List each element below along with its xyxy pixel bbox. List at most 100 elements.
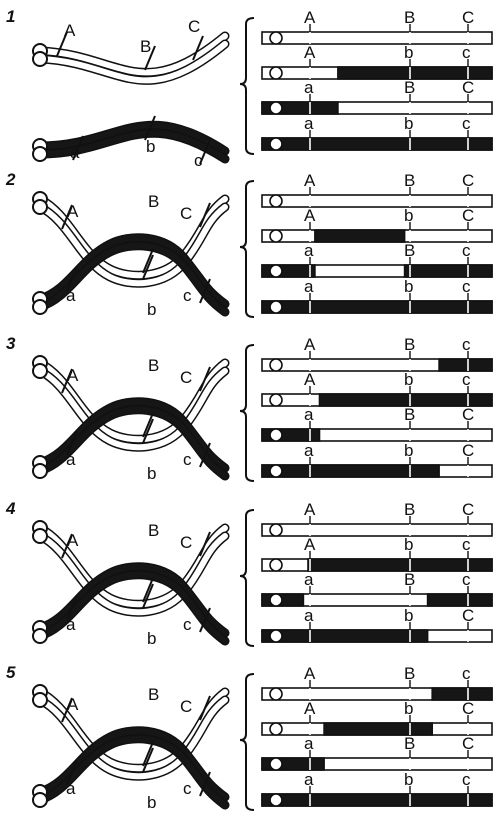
homologous-chromosomes	[32, 684, 230, 810]
bracket	[239, 344, 255, 482]
bracket	[239, 509, 255, 647]
chromatid-bar	[261, 586, 493, 607]
allele-label-top: A	[67, 531, 79, 550]
allele-label-bottom: b	[147, 464, 157, 483]
chromatid-allele-label: A	[304, 535, 316, 554]
allele-label-bottom: c	[183, 615, 192, 634]
panel-number: 4	[6, 499, 16, 518]
chromatid-allele-label: A	[304, 171, 316, 190]
chromatid-allele-label: c	[462, 277, 471, 296]
chromatid-bar	[261, 421, 493, 442]
chromatid-allele-label: b	[404, 206, 414, 225]
chromatid-allele-label: B	[404, 241, 416, 260]
allele-label-top: B	[140, 37, 152, 56]
panel-number: 3	[6, 334, 16, 353]
allele-label-bottom: b	[146, 137, 156, 156]
allele-label-bottom: b	[147, 629, 157, 648]
chromatid-bar	[261, 457, 493, 478]
chromatid-bar	[261, 750, 493, 771]
chromatid-allele-label: C	[462, 441, 475, 460]
chromatid-allele-label: b	[404, 606, 414, 625]
chromatid-allele-label: B	[404, 664, 416, 683]
allele-label-bottom: b	[147, 300, 157, 319]
allele-label-bottom: a	[70, 143, 80, 162]
allele-label-top: B	[148, 192, 160, 211]
chromosome-diagram	[32, 673, 493, 811]
chromatid-bar	[261, 130, 493, 151]
chromatid-bar	[261, 786, 493, 807]
chromatid-allele-label: B	[404, 8, 416, 27]
chromatid-allele-label: c	[462, 241, 471, 260]
chromatid-allele-label: B	[404, 734, 416, 753]
dark-segment	[261, 464, 440, 478]
homologous-chromosomes	[32, 355, 230, 481]
dark-segment	[318, 393, 493, 407]
allele-label-top: A	[64, 21, 76, 40]
chromatid-bar	[261, 59, 493, 80]
dark-segment	[261, 629, 429, 643]
allele-label-top: B	[148, 521, 160, 540]
chromatid-allele-label: B	[404, 500, 416, 519]
centromere-light	[32, 692, 48, 708]
panel-number: 1	[6, 7, 16, 26]
chromatid-allele-label: A	[304, 664, 316, 683]
chromatid-allele-label: B	[404, 335, 416, 354]
homologous-chromosomes	[32, 520, 230, 646]
chromatid-allele-label: b	[404, 770, 414, 789]
chromatid-allele-label: b	[404, 535, 414, 554]
chromatid-allele-label: b	[404, 370, 414, 389]
chromosome-diagram	[32, 344, 493, 482]
centromere-dark	[32, 628, 48, 644]
chromatid-bar	[261, 386, 493, 407]
allele-label-bottom: a	[66, 286, 76, 305]
chromatid-bar	[261, 680, 493, 701]
chromatid-allele-label: c	[462, 664, 471, 683]
chromosome-diagram	[32, 180, 493, 318]
dark-segment	[337, 66, 493, 80]
allele-label-bottom: c	[183, 450, 192, 469]
chromatid-allele-label: A	[304, 335, 316, 354]
allele-label-top: A	[67, 695, 79, 714]
dark-segment	[323, 722, 434, 736]
chromatid-allele-label: C	[462, 699, 475, 718]
chromatid-allele-label: C	[462, 734, 475, 753]
chromatid-allele-label: B	[404, 570, 416, 589]
chromatid-allele-label: c	[462, 43, 471, 62]
chromatid-allele-label: C	[462, 405, 475, 424]
chromatid-allele-label: b	[404, 277, 414, 296]
chromatid-allele-label: a	[304, 606, 314, 625]
dark-segment	[438, 358, 493, 372]
chromatid-allele-label: b	[404, 114, 414, 133]
chromatid-allele-label: C	[462, 171, 475, 190]
chromatid-allele-label: A	[304, 370, 316, 389]
chromatid-allele-label: A	[304, 8, 316, 27]
chromatid-allele-label: c	[462, 370, 471, 389]
allele-label-top: C	[180, 368, 193, 387]
chromatid-allele-label: A	[304, 43, 316, 62]
chromatid-bar	[261, 94, 493, 115]
bracket	[239, 17, 255, 155]
chromatid-allele-label: c	[462, 770, 471, 789]
chromatid-allele-label: a	[304, 114, 314, 133]
allele-label-bottom: c	[194, 151, 203, 170]
allele-label-bottom: a	[66, 615, 76, 634]
allele-label-top: B	[148, 356, 160, 375]
chromatid-allele-label: a	[304, 570, 314, 589]
dark-segment	[314, 229, 406, 243]
dark-segment	[431, 687, 493, 701]
centromere-light	[32, 363, 48, 379]
chromatid-allele-label: C	[462, 606, 475, 625]
chromatid-allele-label: A	[304, 206, 316, 225]
allele-label-top: C	[188, 17, 201, 36]
chromatid-allele-label: c	[462, 114, 471, 133]
chromatid-allele-label: b	[404, 441, 414, 460]
chromatid-allele-label: C	[462, 78, 475, 97]
allele-label-bottom: c	[183, 779, 192, 798]
dark-segment	[426, 593, 493, 607]
